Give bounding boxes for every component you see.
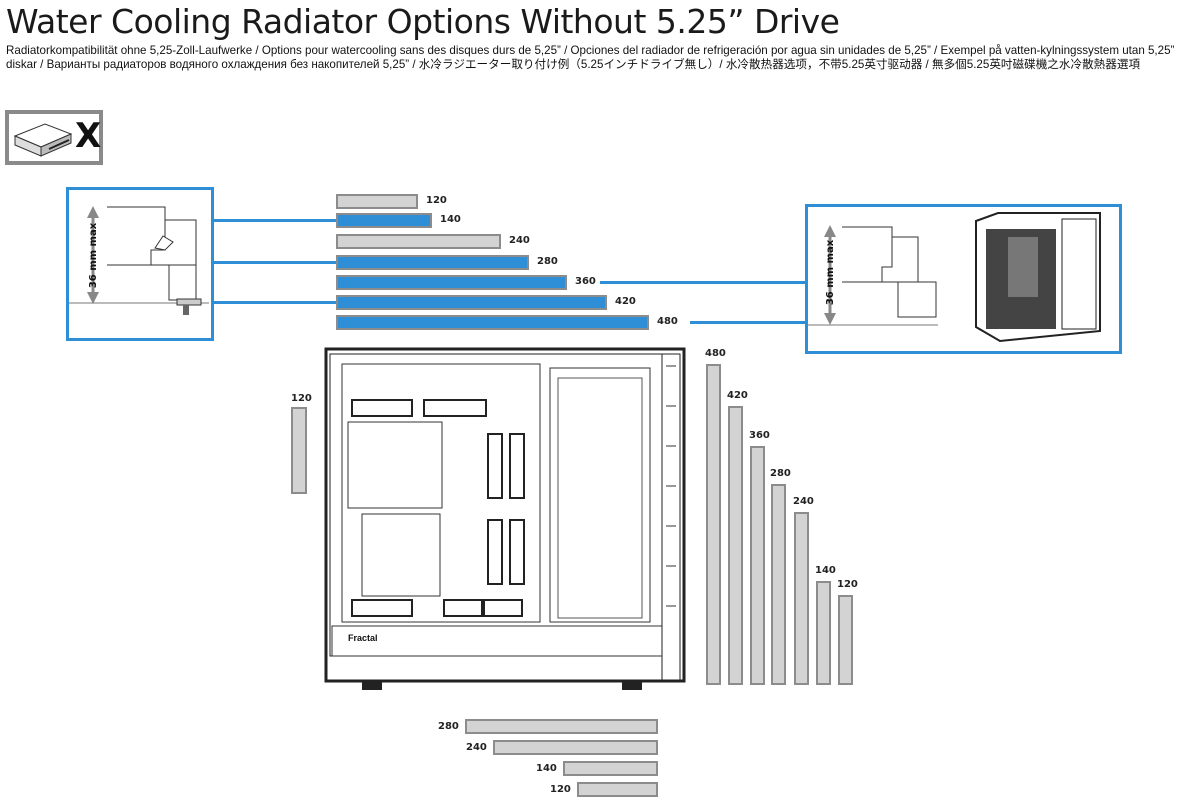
- connector-line: [213, 301, 336, 304]
- front-radiator-label: 280: [770, 468, 791, 479]
- front-radiator-240: [794, 512, 809, 685]
- top-radiator-label: 480: [657, 316, 678, 327]
- case-logo: Fractal: [348, 633, 378, 643]
- bottom-radiator-label: 120: [550, 784, 571, 795]
- page-title: Water Cooling Radiator Options Without 5…: [6, 2, 840, 41]
- top-radiator-120: [336, 194, 418, 209]
- connector-line: [213, 219, 336, 222]
- top-radiator-480: [336, 315, 649, 330]
- front-radiator-label: 480: [705, 348, 726, 359]
- top-radiator-label: 120: [426, 195, 447, 206]
- top-radiator-420: [336, 295, 607, 310]
- case-front-view: Fractal: [322, 346, 688, 707]
- top-radiator-140: [336, 213, 432, 228]
- top-radiator-label: 280: [537, 256, 558, 267]
- bottom-radiator-280: [465, 719, 658, 734]
- rear-radiator-label: 120: [291, 393, 312, 404]
- top-radiator-label: 140: [440, 214, 461, 225]
- bottom-radiator-label: 280: [438, 721, 459, 732]
- front-radiator-label: 240: [793, 496, 814, 507]
- rear-radiator-120: [291, 407, 307, 494]
- front-radiator-280: [771, 484, 786, 685]
- front-radiator-120: [838, 595, 853, 685]
- bottom-radiator-140: [563, 761, 658, 776]
- front-radiator-label: 140: [815, 565, 836, 576]
- bottom-radiator-120: [577, 782, 658, 797]
- front-radiator-label: 420: [727, 390, 748, 401]
- connector-line: [600, 281, 805, 284]
- bottom-radiator-label: 240: [466, 742, 487, 753]
- no-optical-drive-icon: X: [5, 110, 103, 165]
- top-clearance-inset: 36 mm max: [66, 187, 214, 341]
- top-radiator-240: [336, 234, 501, 249]
- bottom-radiator-label: 140: [536, 763, 557, 774]
- front-radiator-140: [816, 581, 831, 685]
- connector-line: [690, 321, 805, 324]
- side-view-inset: 36 mm max: [805, 204, 1122, 354]
- top-radiator-280: [336, 255, 529, 270]
- top-radiator-360: [336, 275, 567, 290]
- clearance-label: 36 mm max: [88, 222, 100, 289]
- connector-line: [213, 261, 336, 264]
- top-radiator-label: 240: [509, 235, 530, 246]
- bottom-radiator-240: [493, 740, 658, 755]
- clearance-label-side: 36 mm max: [825, 239, 837, 306]
- page-subtitle: Radiatorkompatibilität ohne 5,25-Zoll-La…: [6, 44, 1175, 71]
- top-radiator-label: 420: [615, 296, 636, 307]
- front-radiator-label: 120: [837, 579, 858, 590]
- front-radiator-label: 360: [749, 430, 770, 441]
- front-radiator-480: [706, 364, 721, 685]
- front-radiator-420: [728, 406, 743, 685]
- drive-x-mark: X: [75, 116, 102, 156]
- top-radiator-label: 360: [575, 276, 596, 287]
- front-radiator-360: [750, 446, 765, 685]
